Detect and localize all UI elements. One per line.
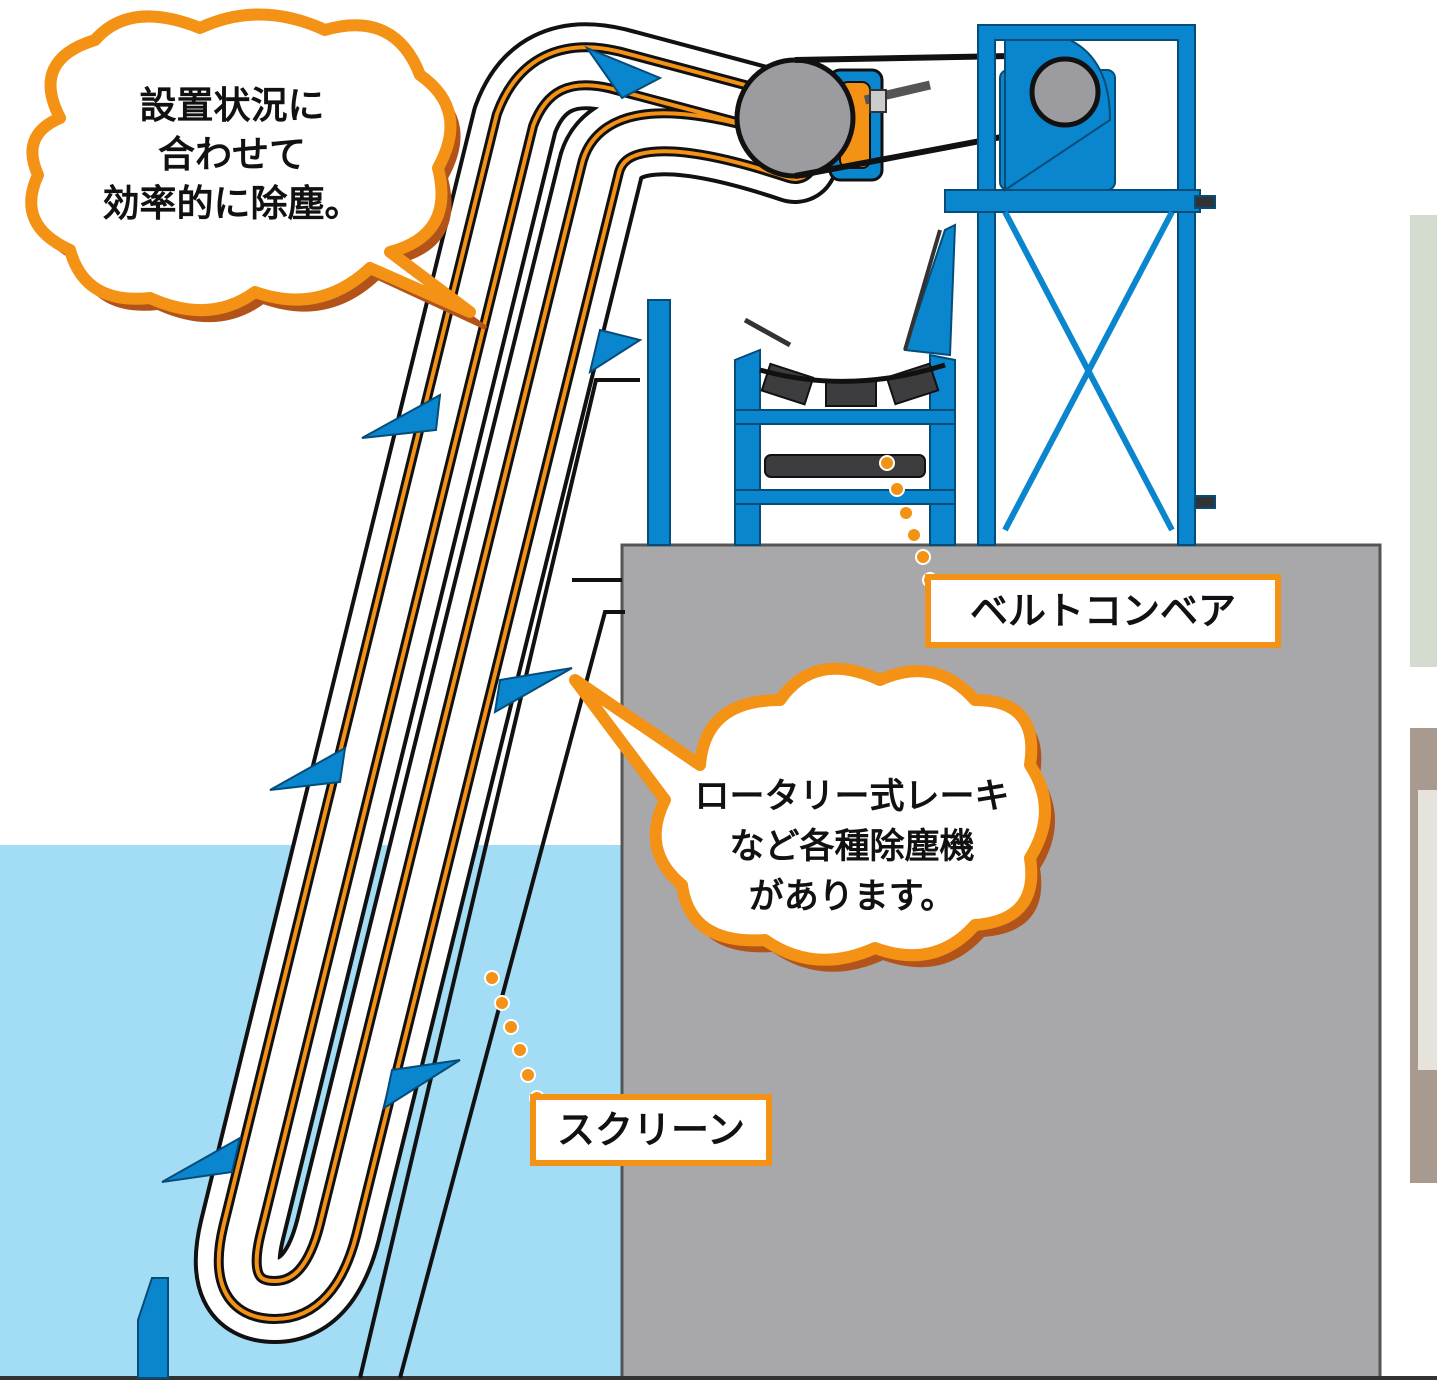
- rake-teeth: [161, 45, 663, 1183]
- photo-strip-top: [1410, 215, 1437, 667]
- bubble-body: [569, 662, 1051, 966]
- callout-top-line-3: 効率的に除塵。: [103, 182, 362, 225]
- belt-conveyor-text: ベルトコンベア: [970, 589, 1236, 633]
- callout-middle-line-1: ロータリー式レーキ: [694, 777, 1009, 817]
- callout-middle-line-3: があります。: [749, 877, 956, 917]
- callout-bubble-top: 設置状況に 合わせて 効率的に除塵。: [25, 8, 488, 330]
- motor-tower: [944, 24, 1216, 546]
- callout-middle-line-2: など各種除塵機: [729, 826, 974, 867]
- guide-plate: [903, 223, 957, 357]
- conveyor-idlers: [760, 362, 940, 478]
- bubble-body: [25, 8, 476, 318]
- callout-bubble-middle: ロータリー式レーキ など各種除塵機 があります。: [569, 662, 1055, 972]
- callout-top-line-1: 設置状況に: [140, 84, 325, 127]
- screen-bars: [358, 378, 640, 1379]
- concrete-block: [620, 543, 1382, 1380]
- screen-label: スクリーン: [530, 1094, 772, 1166]
- belt-conveyor-label: ベルトコンベア: [925, 574, 1281, 648]
- bottom-fin: [137, 1277, 169, 1379]
- callout-top-line-2: 合わせて: [158, 133, 306, 176]
- head-sprocket-assembly: [734, 57, 932, 182]
- screen-text: スクリーン: [557, 1108, 745, 1152]
- rake-chain-loop: [193, 22, 839, 1344]
- conveyor-frame: [647, 299, 956, 546]
